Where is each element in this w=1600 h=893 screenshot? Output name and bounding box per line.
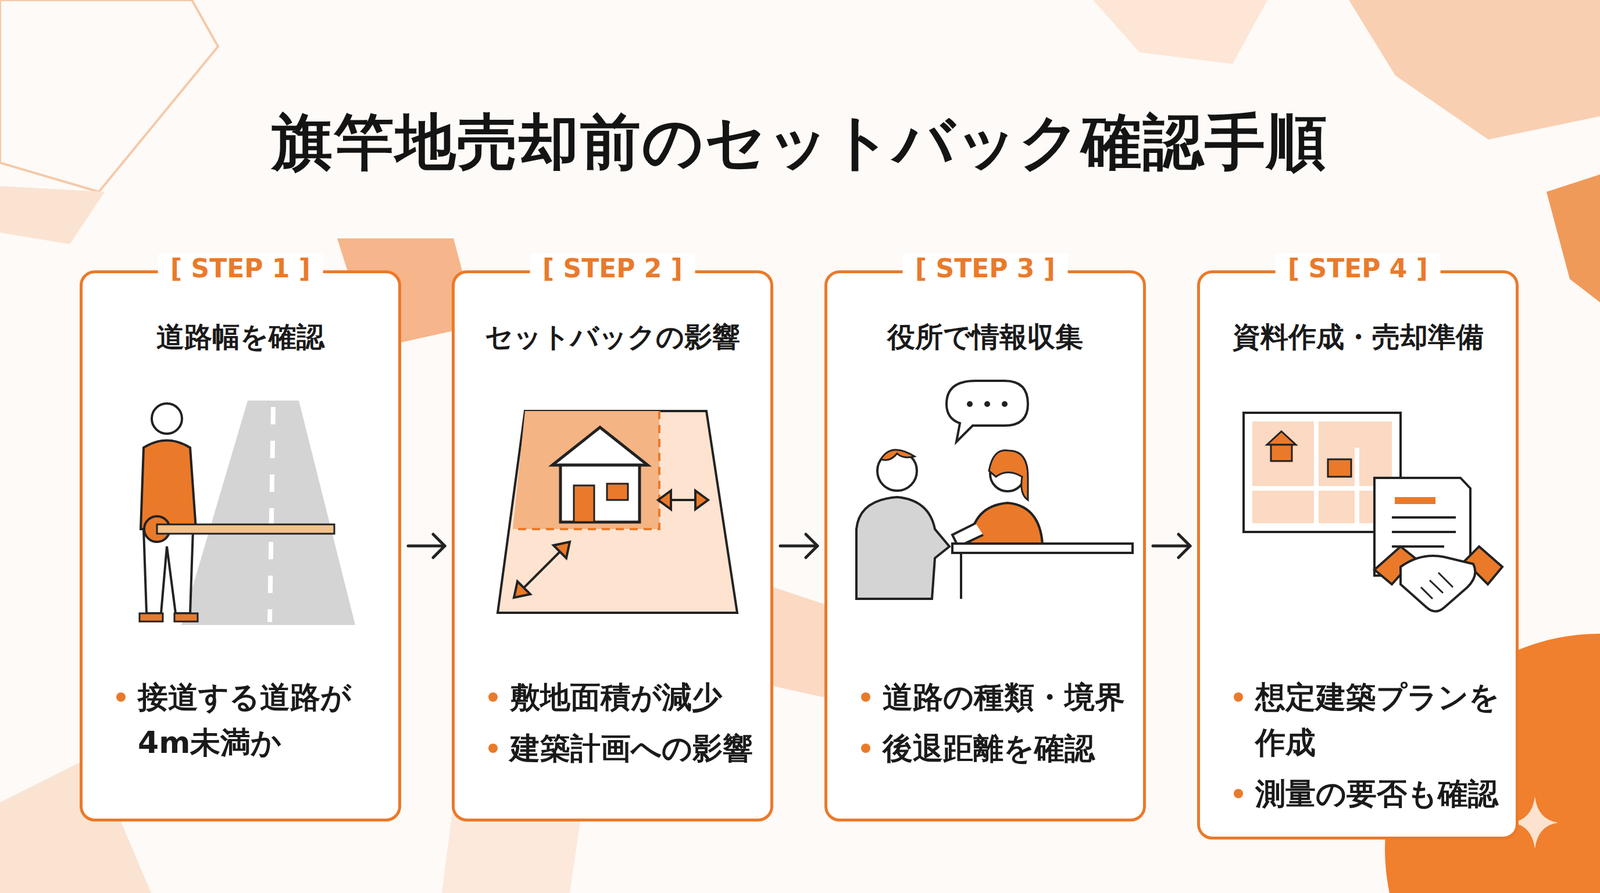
map-lot [1327,459,1352,477]
person-body [140,440,196,530]
bullet-dot [116,692,126,702]
clerk-body [969,502,1043,544]
step-card: [ STEP 4 ]資料作成・売却準備想定建築プランを 作成測量の要否も確認 [1197,270,1519,840]
person-legs [143,529,194,614]
house-roof [552,427,648,466]
title: 旗竿地売却前のセットバック確認手順 [0,102,1600,184]
road [181,400,356,625]
shoe [139,613,163,622]
tape-measure [156,524,335,534]
road-center-line [269,406,274,623]
handshake [1400,555,1475,612]
illustration [1200,273,1522,825]
arrow-icon [513,490,709,598]
step-label: [ STEP 1 ] [157,253,324,284]
step-card: [ STEP 3 ]役所で情報収集道路の種類・境界後退距離を確認 [824,270,1146,822]
house [560,465,640,523]
bullet-text: 敷地面積が減少 [509,674,764,720]
peach-shape [1093,0,1268,64]
step-card: [ STEP 2 ]セットバックの影響敷地面積が減少建築計画への影響 [451,270,774,822]
orange-shape [1546,174,1600,303]
speech-bubble [946,380,1028,442]
usable-area [512,411,660,530]
bullet-dot [861,743,871,753]
step-card: [ STEP 1 ]道路幅を確認接道する道路が 4m未満か [79,270,402,822]
bullet-text: 後退距離を確認 [882,725,1137,771]
step-label: [ STEP 4 ] [1275,253,1441,284]
peach-shape [0,186,105,245]
visitor-body [856,497,950,599]
bullet-text: 建築計画への影響 [509,725,764,771]
bullet-dot [1233,788,1244,799]
step-arrow [408,534,445,558]
peach-shape [1348,0,1600,140]
bullet-text: 測量の要否も確認 [1255,770,1509,817]
shoe [174,613,198,622]
outline-shape [0,0,219,192]
counter [952,543,1133,553]
bullet-dot [861,692,871,702]
step-label: [ STEP 3 ] [902,253,1069,284]
lot [497,411,738,613]
bullet-dot [488,743,498,753]
window [606,483,628,500]
bullet-text: 道路の種類・境界 [882,674,1137,720]
step-label: [ STEP 2 ] [529,253,696,284]
person-head [151,403,182,434]
bullet-dot [1233,692,1244,702]
sparkle [1511,796,1559,849]
setback-line [512,411,660,530]
step-arrow [1152,534,1191,558]
map-area [1252,421,1392,524]
card-heading: セットバックの影響 [454,318,771,356]
bullet-text: 接道する道路が 4m未満か [137,674,392,766]
card-heading: 役所で情報収集 [827,318,1144,356]
bullet-dot [488,692,498,702]
door [573,485,595,523]
step-arrow [780,534,818,558]
card-heading: 道路幅を確認 [82,318,399,356]
card-heading: 資料作成・売却準備 [1200,318,1516,356]
bullet-text: 想定建築プランを 作成 [1255,674,1509,766]
